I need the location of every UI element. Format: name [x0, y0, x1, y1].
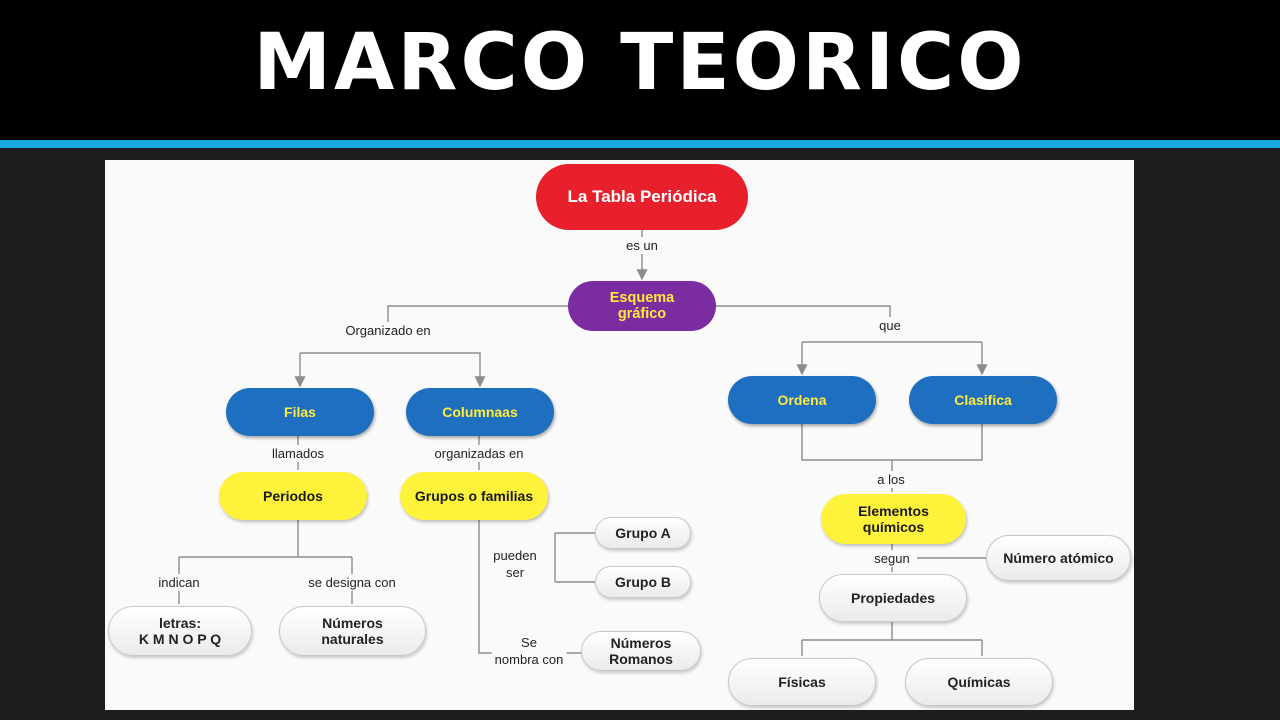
link-label-es-un: es un [623, 237, 661, 254]
node-clasifica: Clasifica [909, 376, 1057, 424]
concept-map: La Tabla Periódica Esquema gráfico Filas… [105, 160, 1134, 710]
link-label-organizado-en: Organizado en [342, 322, 434, 339]
node-letras: letras: K M N O P Q [108, 606, 252, 656]
node-grupos-familias: Grupos o familias [400, 472, 548, 520]
node-ordena: Ordena [728, 376, 876, 424]
node-elementos-quimicos: Elementos químicos [821, 494, 966, 544]
node-tabla-periodica: La Tabla Periódica [536, 164, 748, 230]
link-label-pueden-ser: pueden ser [490, 547, 540, 581]
link-label-llamados: llamados [268, 445, 328, 462]
connector-lines [178, 230, 988, 656]
link-label-segun: segun [871, 550, 913, 567]
node-grupo-b: Grupo B [595, 566, 691, 598]
link-label-se-nombra-con: Se nombra con [491, 634, 567, 668]
link-label-indican: indican [155, 574, 203, 591]
node-esquema-grafico: Esquema gráfico [568, 281, 716, 331]
link-label-se-designa-con: se designa con [305, 574, 399, 591]
node-filas: Filas [226, 388, 374, 436]
connector-line [300, 352, 486, 388]
node-columnas: Columnaas [406, 388, 554, 436]
node-periodos: Periodos [219, 472, 367, 520]
node-grupo-a: Grupo A [595, 517, 691, 549]
connector-line [716, 305, 891, 328]
node-numeros-romanos: Números Romanos [581, 631, 701, 671]
link-label-que: que [876, 317, 904, 334]
title-bar: MARCO TEORICO [0, 0, 1280, 140]
link-label-a-los: a los [874, 471, 908, 488]
slide-title: MARCO TEORICO [253, 18, 1027, 108]
accent-bar [0, 140, 1280, 148]
node-numeros-naturales: Números naturales [279, 606, 426, 656]
node-propiedades: Propiedades [819, 574, 967, 622]
node-quimicas: Químicas [905, 658, 1053, 706]
node-fisicas: Físicas [728, 658, 876, 706]
link-label-organizadas-en: organizadas en [431, 445, 527, 462]
node-numero-atomico: Número atómico [986, 535, 1131, 581]
connector-line [801, 424, 983, 461]
